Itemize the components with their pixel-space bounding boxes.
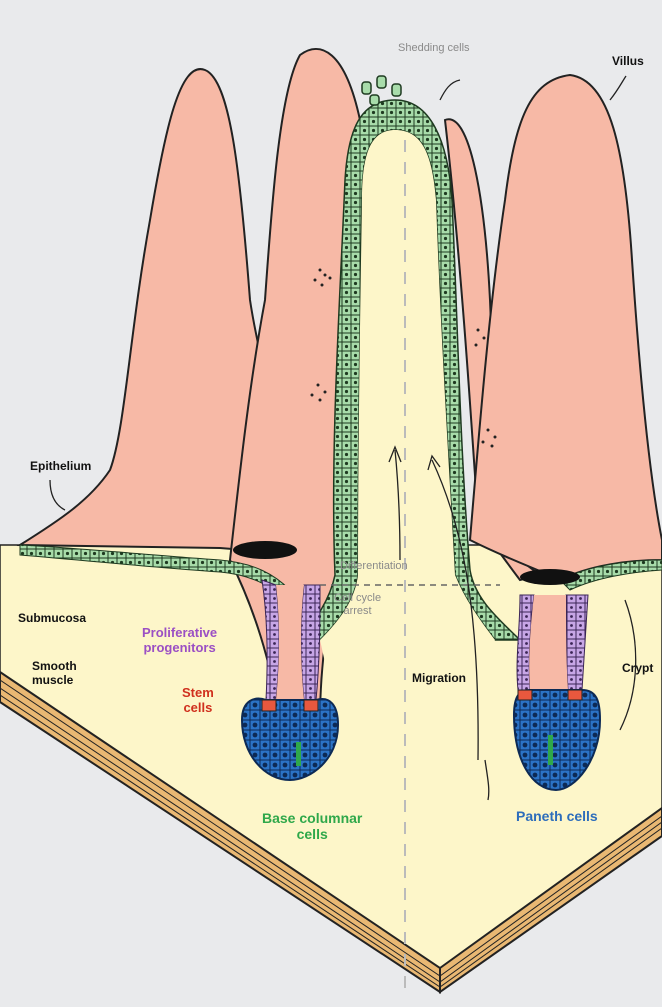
crypt-right-lumen bbox=[529, 595, 568, 690]
label-crypt: Crypt bbox=[622, 662, 653, 676]
stem-cell-right-1 bbox=[518, 690, 532, 700]
stem-cell-right-2 bbox=[568, 690, 582, 700]
stem-cell-left-2 bbox=[304, 700, 318, 711]
crypt-left-lumen bbox=[276, 585, 304, 700]
label-proliferative-progenitors: Proliferative progenitors bbox=[142, 626, 217, 656]
label-differentiation: Differentiation bbox=[340, 560, 408, 573]
crypt-left-progenitors-right bbox=[301, 585, 320, 700]
villus-right bbox=[470, 75, 662, 580]
label-cell-cycle-arrest: Cell cycle arrest bbox=[334, 592, 381, 617]
label-stem-cells: Stem cells bbox=[182, 686, 214, 716]
label-migration: Migration bbox=[412, 672, 466, 686]
label-epithelium: Epithelium bbox=[30, 460, 91, 474]
stem-cell-left-1 bbox=[262, 700, 276, 711]
label-villus: Villus bbox=[612, 55, 644, 69]
label-paneth-cells: Paneth cells bbox=[516, 808, 598, 824]
label-smooth-muscle: Smooth muscle bbox=[32, 660, 77, 688]
label-base-columnar-cells: Base columnar cells bbox=[262, 810, 362, 842]
label-shedding-cells: Shedding cells bbox=[398, 42, 470, 55]
label-submucosa: Submucosa bbox=[18, 612, 86, 626]
